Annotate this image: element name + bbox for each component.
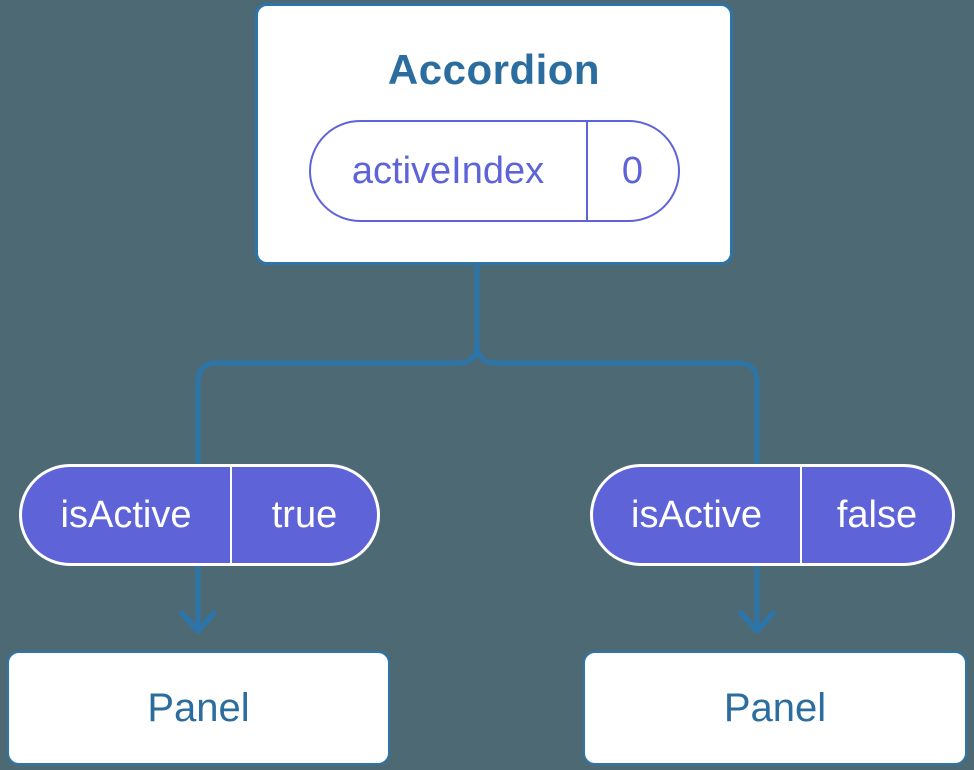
state-pill-value: 0 bbox=[621, 149, 644, 192]
state-pill-label: activeIndex bbox=[311, 122, 588, 220]
component-title: Accordion bbox=[387, 46, 601, 93]
state-pill-activeindex: activeIndex 0 bbox=[308, 120, 680, 222]
panel-card-right: Panel bbox=[583, 651, 967, 765]
prop-pill-isactive-false: isActive false bbox=[590, 464, 955, 566]
prop-pill-label: isActive bbox=[22, 467, 232, 563]
arrowhead-left-icon bbox=[179, 610, 217, 634]
prop-pill-label: isActive bbox=[593, 467, 802, 563]
connector-edge-right bbox=[474, 263, 760, 631]
panel-title: Panel bbox=[147, 685, 250, 730]
arrowhead-right-icon bbox=[738, 610, 776, 634]
connector-edge-left bbox=[195, 263, 480, 631]
panel-title: Panel bbox=[723, 685, 827, 730]
prop-pill-isactive-true: isActive true bbox=[19, 464, 380, 566]
accordion-component-card: Accordion activeIndex 0 bbox=[255, 3, 733, 265]
prop-pill-value: false bbox=[836, 493, 918, 536]
panel-card-left: Panel bbox=[7, 651, 390, 765]
prop-pill-value: true bbox=[271, 493, 338, 536]
